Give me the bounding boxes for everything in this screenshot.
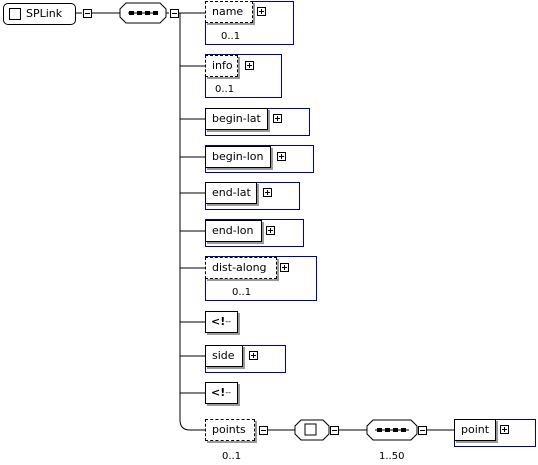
element-info[interactable]: info xyxy=(205,55,238,77)
element-point-label: point xyxy=(461,423,490,436)
element-begin-lon-label: begin-lon xyxy=(212,150,264,163)
element-begin-lon[interactable]: begin-lon xyxy=(205,146,271,168)
element-name[interactable]: name xyxy=(205,1,253,23)
collapse-toggle-sequence-2[interactable] xyxy=(418,426,427,435)
element-end-lat[interactable]: end-lat xyxy=(205,182,257,204)
collapse-toggle-choice[interactable] xyxy=(330,426,339,435)
collapse-toggle-sequence[interactable] xyxy=(170,9,179,18)
element-end-lat-label: end-lat xyxy=(212,186,251,199)
element-end-lon[interactable]: end-lon xyxy=(205,220,262,242)
occurs-info: 0..1 xyxy=(215,84,235,95)
element-points-label: points xyxy=(212,423,246,436)
occurs-points: 0..1 xyxy=(222,451,242,462)
root-element-label: SPLink xyxy=(26,7,63,20)
expand-toggle-side[interactable] xyxy=(249,351,258,360)
element-point[interactable]: point xyxy=(454,419,496,441)
element-side-label: side xyxy=(212,349,235,362)
expand-toggle-begin-lat[interactable] xyxy=(273,114,282,123)
element-begin-lat[interactable]: begin-lat xyxy=(205,108,268,130)
expand-toggle-dist-along[interactable] xyxy=(280,263,289,272)
root-element-splink[interactable]: SPLink xyxy=(3,3,76,25)
expand-toggle-end-lat[interactable] xyxy=(263,188,272,197)
comment-node[interactable]: <!-- xyxy=(205,311,238,333)
element-icon xyxy=(9,8,21,20)
element-points[interactable]: points xyxy=(205,419,255,441)
element-side[interactable]: side xyxy=(205,345,243,367)
expand-toggle-begin-lon[interactable] xyxy=(277,152,286,161)
collapse-toggle-points[interactable] xyxy=(259,426,268,435)
occurs-sequence: 1..50 xyxy=(379,451,405,462)
element-name-label: name xyxy=(212,5,244,18)
expand-toggle-point[interactable] xyxy=(500,425,509,434)
element-info-label: info xyxy=(212,59,233,72)
element-end-lon-label: end-lon xyxy=(212,224,254,237)
comment-node-2[interactable]: <!-- xyxy=(205,382,238,404)
occurs-name: 0..1 xyxy=(221,31,241,42)
collapse-toggle-root[interactable] xyxy=(83,9,92,18)
expand-toggle-info[interactable] xyxy=(245,61,254,70)
element-begin-lat-label: begin-lat xyxy=(212,112,261,125)
occurs-dist-along: 0..1 xyxy=(232,287,252,298)
element-dist-along-label: dist-along xyxy=(212,261,267,274)
expand-toggle-name[interactable] xyxy=(257,7,266,16)
element-dist-along[interactable]: dist-along xyxy=(205,257,277,279)
expand-toggle-end-lon[interactable] xyxy=(266,226,275,235)
